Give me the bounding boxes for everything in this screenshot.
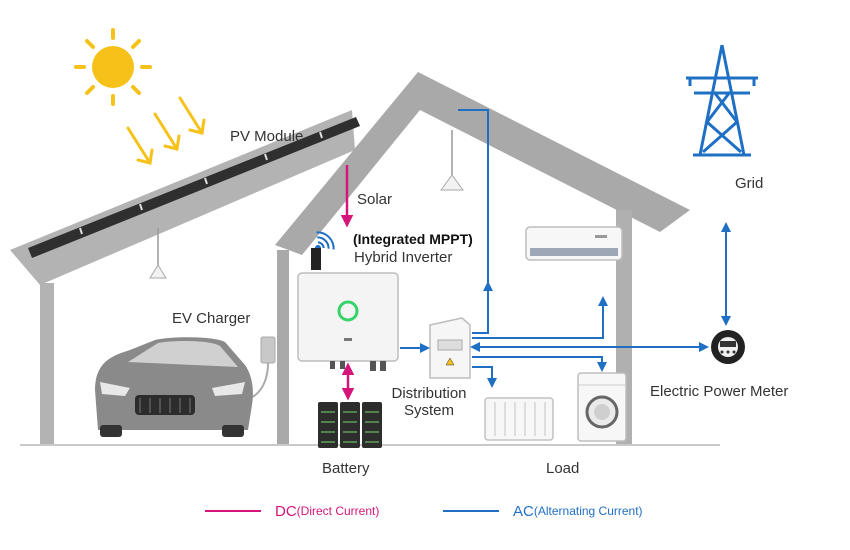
transmission-tower-icon [686, 44, 758, 157]
load-label: Load [546, 460, 580, 477]
legend-ac: AC (Alternating Current) [443, 497, 643, 525]
power-meter-icon [711, 330, 745, 364]
legend-dc: DC (Direct Current) [205, 497, 379, 525]
legend-ac-line [443, 510, 499, 512]
distribution-box-icon [429, 317, 471, 379]
solar-label: Solar [357, 191, 393, 208]
legend-dc-line [205, 510, 261, 512]
dc-flow-lines [340, 165, 355, 401]
distribution-label-line2: System [403, 402, 454, 420]
distribution-to-ac-flow [472, 296, 608, 339]
radiator-icon [484, 397, 554, 441]
meter-label: Electric Power Meter [650, 383, 789, 400]
main-roof [275, 72, 690, 255]
inverter-title-label: (Integrated MPPT) [353, 231, 473, 247]
solar-panel-icon [28, 117, 360, 258]
distribution-label: Distribution System [384, 385, 474, 420]
grid-label: Grid [735, 175, 764, 192]
pv-module-label: PV Module [230, 128, 304, 145]
distribution-to-radiator-flow [472, 366, 497, 388]
battery-label: Battery [322, 460, 370, 477]
distribution-label-line1: Distribution [391, 385, 467, 402]
battery-icon [318, 402, 382, 448]
washing-machine-icon [577, 372, 627, 442]
lamp-icon [149, 130, 464, 279]
distribution-to-upper-lamp-flow [472, 281, 493, 334]
legend-dc-abbr: DC [275, 502, 297, 520]
legend-ac-full: (Alternating Current) [533, 504, 643, 518]
legend-ac-abbr: AC [513, 502, 534, 520]
distribution-to-washer-flow [472, 356, 607, 372]
air-conditioner-icon [525, 226, 623, 261]
inverter-icon [297, 248, 399, 371]
sun-icon [74, 28, 206, 165]
ac-flow-lines [400, 109, 731, 388]
upper-lamp-feed [458, 109, 489, 283]
inverter-name-label: Hybrid Inverter [354, 249, 453, 266]
car-icon [95, 337, 253, 437]
legend-dc-full: (Direct Current) [296, 504, 380, 518]
carport-post [40, 283, 54, 445]
ev-charger-label: EV Charger [172, 310, 251, 327]
wifi-icon [315, 231, 335, 251]
